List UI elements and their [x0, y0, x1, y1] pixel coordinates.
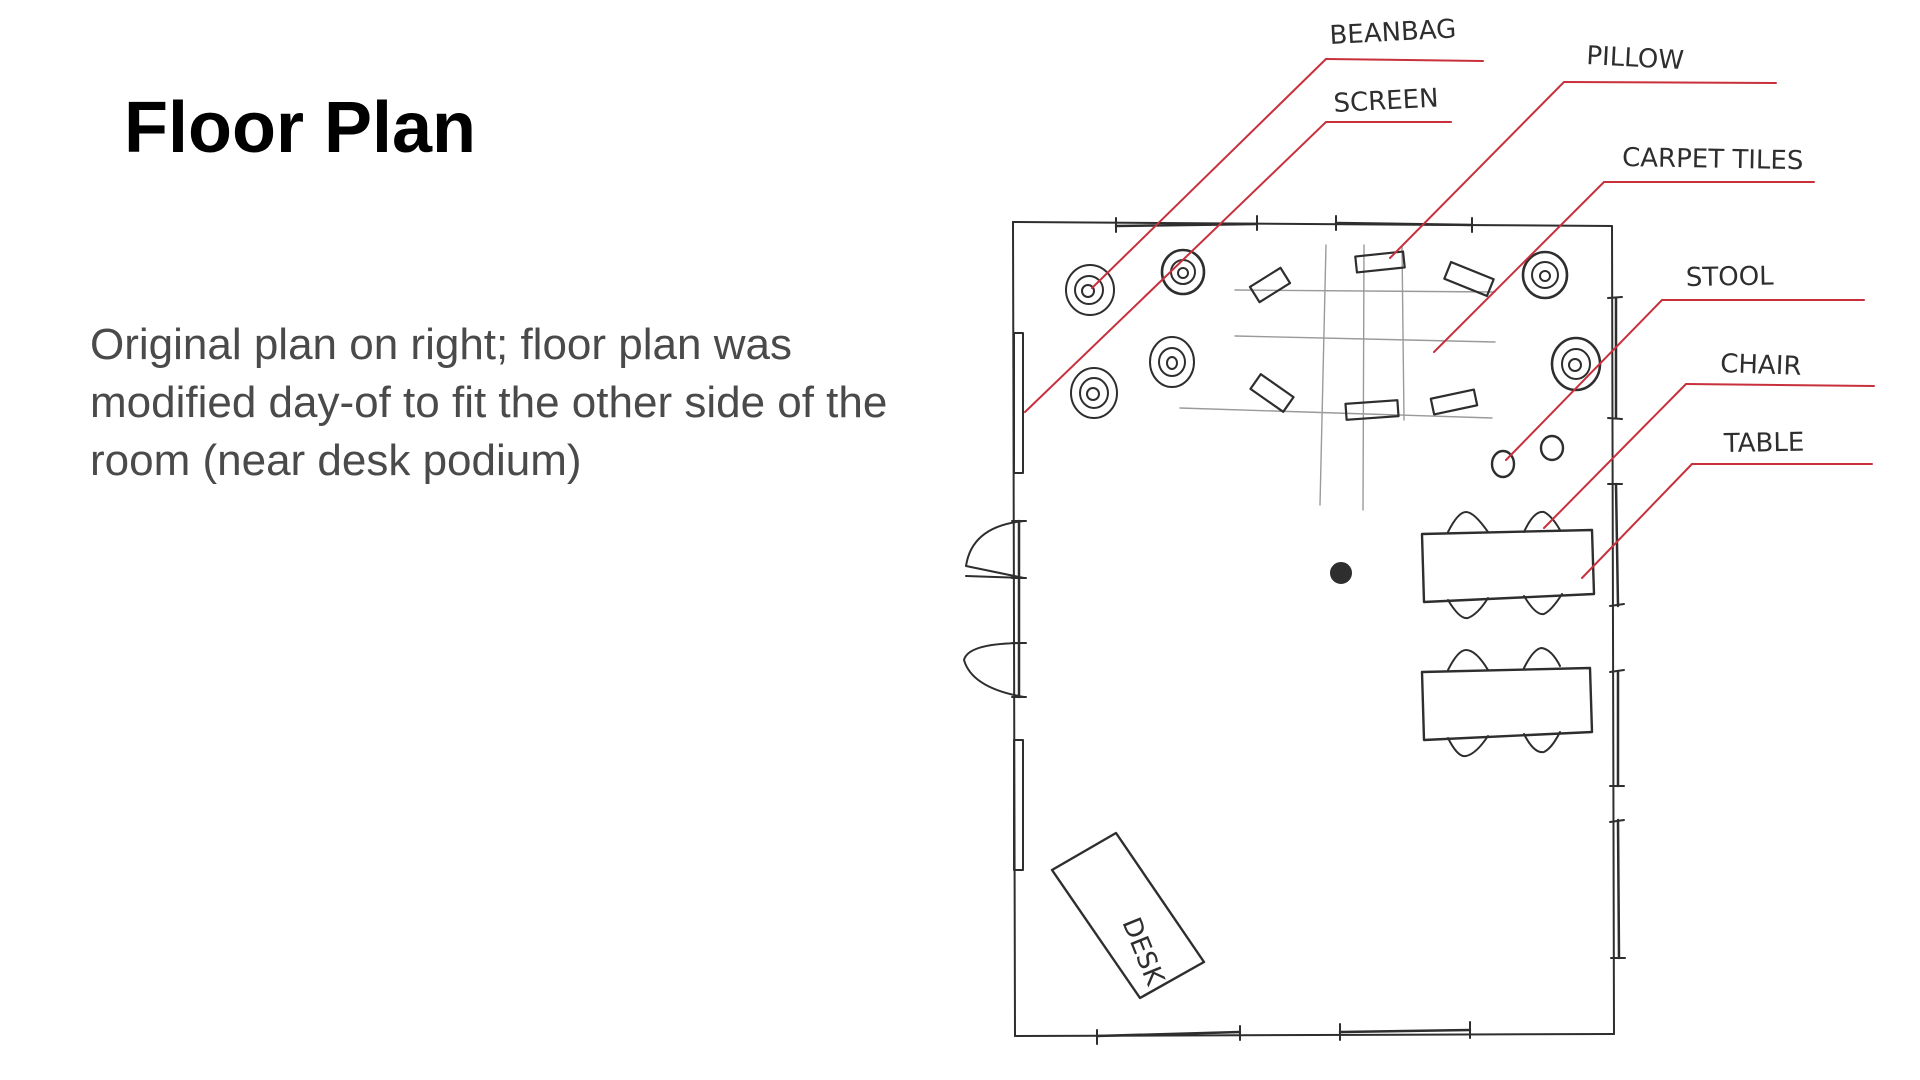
stool-icon: [1490, 449, 1516, 479]
slide-title: Floor Plan: [124, 88, 477, 168]
pillow-icon: [1249, 373, 1295, 413]
slide-body-text: Original plan on right; floor plan was m…: [90, 320, 888, 485]
table-with-chairs-2: [1420, 647, 1594, 758]
stools: [1490, 434, 1565, 479]
beanbag-icon: [1521, 250, 1569, 300]
carpet-tiles: [1179, 244, 1496, 511]
carpet-tiles-label: CARPET TILES: [1622, 143, 1804, 176]
screen-icon: [1330, 562, 1352, 584]
beanbags: [1065, 248, 1602, 419]
doors: [963, 519, 1027, 699]
desk-label: DESK: [1116, 913, 1170, 990]
pillow-icon: [1344, 399, 1400, 421]
beanbag-label: BEANBAG: [1329, 14, 1457, 51]
screen-label: SCREEN: [1333, 84, 1439, 119]
pillow-icon: [1354, 250, 1406, 274]
beanbag-icon: [1160, 248, 1206, 296]
beanbag-icon: [1550, 336, 1602, 392]
leader-lines: [1024, 58, 1875, 579]
pillow-label: PILLOW: [1586, 41, 1685, 76]
chair-label: CHAIR: [1720, 349, 1802, 382]
beanbag-icon: [1149, 336, 1195, 388]
desk: DESK: [1050, 831, 1206, 1000]
stool-label: STOOL: [1686, 261, 1775, 293]
windows: [1013, 215, 1626, 1045]
pillow-icon: [1248, 266, 1292, 304]
table-with-chairs-1: [1420, 510, 1596, 620]
callout-labels: BEANBAG SCREEN PILLOW CARPET TILES STOOL…: [1329, 14, 1805, 459]
pillow-icon: [1443, 260, 1495, 298]
beanbag-icon: [1070, 367, 1118, 419]
stool-icon: [1539, 434, 1565, 462]
table-label: TABLE: [1723, 428, 1805, 459]
pillow-icon: [1429, 388, 1479, 416]
room-walls: [1012, 221, 1615, 1037]
beanbag-icon: [1065, 264, 1115, 316]
pillows: [1248, 250, 1495, 421]
